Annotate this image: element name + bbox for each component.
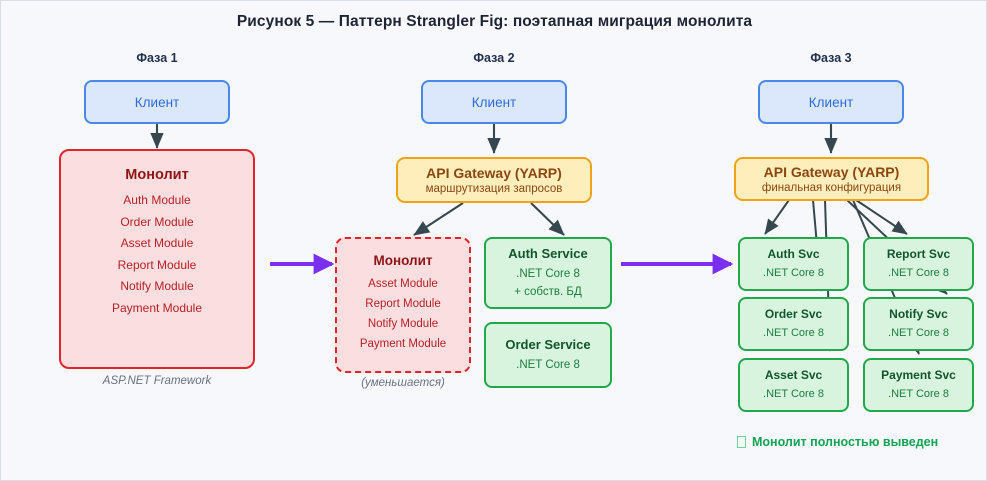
edge-p3-gateway-to-report xyxy=(855,199,908,235)
phase3-client-node[interactable]: Клиент xyxy=(758,80,904,124)
phase3-asset-svc-node[interactable]: Asset Svc .NET Core 8 xyxy=(738,358,849,412)
figure-title: Рисунок 5 — Паттерн Strangler Fig: поэта… xyxy=(236,13,753,30)
edge-p2-gateway-to-monolith xyxy=(413,202,464,236)
phase1-module-notify: Notify Module xyxy=(120,279,194,293)
phase3-payment-svc-title: Payment Svc xyxy=(881,367,956,382)
phase3-gateway-subtitle: финальная конфигурация xyxy=(761,182,902,194)
phase3-notify-svc-node[interactable]: Notify Svc .NET Core 8 xyxy=(863,297,974,351)
phase2-auth-service-line1: .NET Core 8 xyxy=(516,267,580,280)
phase3-payment-svc-line1: .NET Core 8 xyxy=(888,387,949,400)
phase3-order-svc-line1: .NET Core 8 xyxy=(763,326,824,339)
phase3-report-svc-line1: .NET Core 8 xyxy=(888,266,949,279)
phase1-module-report: Report Module xyxy=(117,257,197,272)
phase1-module-order: Order Module xyxy=(120,214,194,229)
phase1-caption: ASP.NET Framework xyxy=(102,375,212,387)
phase3-payment-svc-node[interactable]: Payment Svc .NET Core 8 xyxy=(863,358,974,412)
phase3-gateway-title: API Gateway (YARP) xyxy=(763,164,900,180)
phase1-module-auth: Auth Module xyxy=(123,193,191,207)
phase1-module-payment: Payment Module xyxy=(111,300,203,315)
phase2-auth-service-title: Auth Service xyxy=(508,245,588,261)
phase2-order-service-title: Order Service xyxy=(505,336,591,352)
phase2-gateway-title: API Gateway (YARP) xyxy=(426,165,562,181)
phase2-auth-service-node[interactable]: Auth Service .NET Core 8 + собств. БД xyxy=(484,237,612,309)
phase1-monolith-node[interactable]: Монолит Auth Module Order Module Asset M… xyxy=(59,149,255,369)
phase2-module-report: Report Module xyxy=(365,298,441,310)
phase1-client-node[interactable]: Клиент xyxy=(84,80,230,124)
phase3-report-svc-title: Report Svc xyxy=(886,246,951,261)
phase1-module-asset: Asset Module xyxy=(120,236,194,250)
phase3-client-title: Клиент xyxy=(808,94,854,110)
phase3-notify-svc-line1: .NET Core 8 xyxy=(888,326,949,339)
phase3-report-svc-node[interactable]: Report Svc .NET Core 8 xyxy=(863,237,974,291)
phase2-caption: (уменьшается) xyxy=(361,377,445,389)
phase2-monolith-node[interactable]: Монолит Asset Module Report Module Notif… xyxy=(335,237,471,373)
phase3-asset-svc-line1: .NET Core 8 xyxy=(763,387,824,400)
edge-p2-gateway-to-auth-service xyxy=(530,202,565,236)
phase1-monolith-title: Монолит xyxy=(125,167,189,183)
phase-label-1: Фаза 1 xyxy=(136,51,178,65)
phase3-auth-svc-title: Auth Svc xyxy=(767,246,820,261)
edge-p3-gateway-to-auth xyxy=(764,199,790,235)
phase3-order-svc-title: Order Svc xyxy=(764,306,823,321)
phase-label-3: Фаза 3 xyxy=(810,51,852,65)
phase2-order-service-node[interactable]: Order Service .NET Core 8 xyxy=(484,322,612,388)
phase3-notify-svc-title: Notify Svc xyxy=(889,306,948,321)
phase2-gateway-node[interactable]: API Gateway (YARP) маршрутизация запросо… xyxy=(396,157,592,203)
phase2-gateway-subtitle: маршрутизация запросов xyxy=(425,183,563,195)
phase1-client-title: Клиент xyxy=(134,94,180,110)
phase2-module-asset: Asset Module xyxy=(368,278,438,290)
phase2-client-title: Клиент xyxy=(471,94,517,110)
phase3-gateway-node[interactable]: API Gateway (YARP) финальная конфигураци… xyxy=(734,157,929,201)
phase2-client-node[interactable]: Клиент xyxy=(421,80,567,124)
phase3-auth-svc-line1: .NET Core 8 xyxy=(763,266,824,279)
phase2-monolith-title: Монолит xyxy=(373,253,433,268)
missing-glyph-box-icon xyxy=(737,436,746,448)
phase2-order-service-line1: .NET Core 8 xyxy=(516,358,580,371)
phase3-status-note: Монолит полностью выведен xyxy=(737,435,938,449)
phase3-order-svc-node[interactable]: Order Svc .NET Core 8 xyxy=(738,297,849,351)
phase3-auth-svc-node[interactable]: Auth Svc .NET Core 8 xyxy=(738,237,849,291)
phase2-auth-service-line2: + собств. БД xyxy=(514,285,582,298)
phase-label-2: Фаза 2 xyxy=(473,51,515,65)
phase3-asset-svc-title: Asset Svc xyxy=(764,367,823,382)
phase2-module-payment: Payment Module xyxy=(359,338,447,350)
phase3-status-note-label: Монолит полностью выведен xyxy=(752,435,939,449)
phase2-module-notify: Notify Module xyxy=(367,318,439,330)
